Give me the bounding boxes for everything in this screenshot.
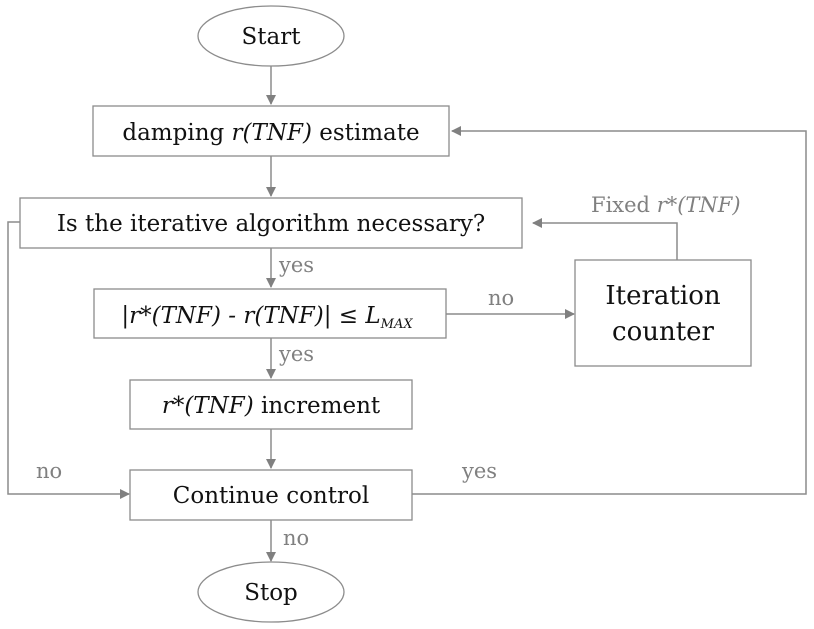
estimate-label-variable: r(TNF): [232, 120, 312, 146]
label-continue-yes: yes: [461, 459, 497, 483]
continue-label: Continue control: [173, 483, 369, 509]
stop-node: Stop: [197, 561, 345, 623]
estimate-label-pre: damping: [122, 120, 231, 146]
label-fixed-pre: Fixed: [591, 193, 657, 217]
increment-label-variable: r*(TNF): [162, 393, 254, 419]
edge-necessary-no-to-continue: [7, 221, 130, 499]
estimate-label: damping r(TNF) estimate: [122, 120, 419, 146]
increment-label-post: increment: [254, 393, 381, 419]
label-condition-yes: yes: [278, 342, 314, 366]
estimate-label-post: estimate: [312, 120, 420, 146]
label-fixed-variable: r*(TNF): [657, 193, 741, 217]
start-node: Start: [197, 5, 345, 67]
continue-node: Continue control: [129, 469, 413, 521]
label-fixed-value: Fixed r*(TNF): [591, 193, 741, 217]
condition-label-main: |r*(TNF) - r(TNF)| ≤ L: [121, 303, 380, 329]
label-continue-no: no: [283, 526, 309, 550]
label-necessary-yes: yes: [278, 253, 314, 277]
edge-counter-to-necessary: [532, 218, 678, 260]
necessary-node: Is the iterative algorithm necessary?: [19, 197, 523, 249]
edge-continue-yes-to-estimate: [412, 126, 807, 495]
start-label: Start: [242, 24, 302, 50]
stop-label: Stop: [244, 580, 298, 606]
estimate-node: damping r(TNF) estimate: [92, 105, 450, 157]
label-condition-no: no: [488, 286, 514, 310]
necessary-label: Is the iterative algorithm necessary?: [57, 211, 485, 237]
counter-node: Iteration counter: [574, 259, 752, 367]
condition-node: |r*(TNF) - r(TNF)| ≤ LMAX: [93, 288, 447, 339]
label-necessary-no: no: [36, 459, 62, 483]
condition-label: |r*(TNF) - r(TNF)| ≤ LMAX: [121, 303, 413, 332]
increment-node: r*(TNF) increment: [129, 379, 413, 430]
increment-label: r*(TNF) increment: [162, 393, 381, 419]
counter-label-line2: counter: [612, 317, 715, 347]
condition-label-subscript: MAX: [380, 317, 414, 332]
counter-label-line1: Iteration: [605, 281, 720, 311]
